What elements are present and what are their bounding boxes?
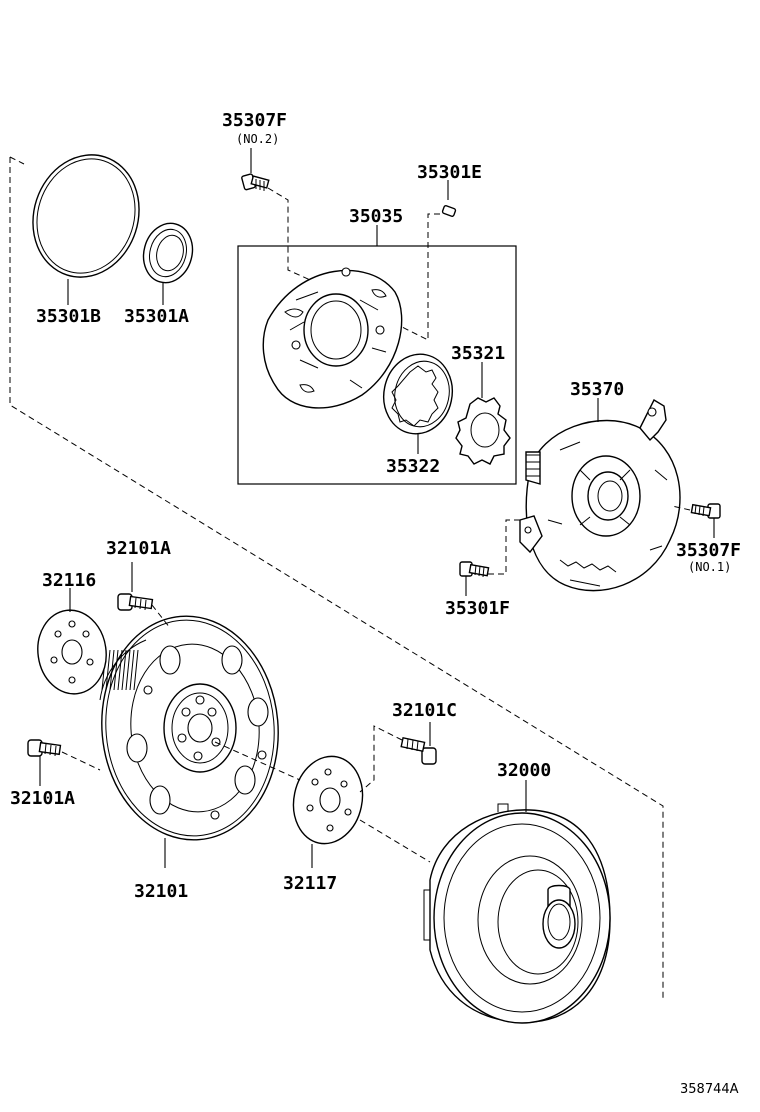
label-35307F-no2: 35307F <box>222 110 287 131</box>
reference-code: 358744A <box>680 1082 739 1097</box>
label-32101C: 32101C <box>392 700 457 721</box>
torque-converter-32000[interactable] <box>423 803 611 1024</box>
pump-stator-plate[interactable] <box>262 267 403 409</box>
drive-plate-32101[interactable] <box>93 609 288 847</box>
label-32116: 32116 <box>42 570 96 591</box>
bolt-35307F-no2[interactable] <box>241 173 270 191</box>
assembly-outline <box>9 156 664 998</box>
label-35307F-no1: 35307F <box>676 540 741 561</box>
label-32117: 32117 <box>283 873 337 894</box>
label-35321: 35321 <box>451 343 505 364</box>
spacer-32116[interactable] <box>32 606 111 699</box>
label-32101A-left: 32101A <box>10 788 75 809</box>
label-35035: 35035 <box>349 206 403 227</box>
bolt-35301F[interactable] <box>459 561 490 578</box>
label-35301E: 35301E <box>417 162 482 183</box>
oil-seal-35301A[interactable] <box>137 218 199 288</box>
driven-gear-35322[interactable] <box>376 348 459 440</box>
label-35370: 35370 <box>570 379 624 400</box>
label-35301A: 35301A <box>124 306 189 327</box>
o-ring-35301B[interactable] <box>17 141 154 291</box>
spacer-32117[interactable] <box>286 750 371 850</box>
label-35307F-no2-note: (NO.2) <box>236 132 279 146</box>
bolt-32101A-left[interactable] <box>27 739 62 757</box>
bolt-35307F-no1[interactable] <box>690 503 721 519</box>
pin-35301E[interactable] <box>441 205 457 217</box>
label-32000: 32000 <box>497 760 551 781</box>
oil-pump-body-35370[interactable] <box>519 399 681 592</box>
label-35307F-no1-note: (NO.1) <box>688 560 731 574</box>
label-32101: 32101 <box>134 881 188 902</box>
label-35322: 35322 <box>386 456 440 477</box>
label-32101A-top: 32101A <box>106 538 171 559</box>
bolt-32101A-top[interactable] <box>117 593 154 611</box>
label-35301B: 35301B <box>36 306 101 327</box>
label-35301F: 35301F <box>445 598 510 619</box>
bolt-32101C[interactable] <box>400 736 437 765</box>
drive-gear-35321[interactable] <box>455 397 511 465</box>
